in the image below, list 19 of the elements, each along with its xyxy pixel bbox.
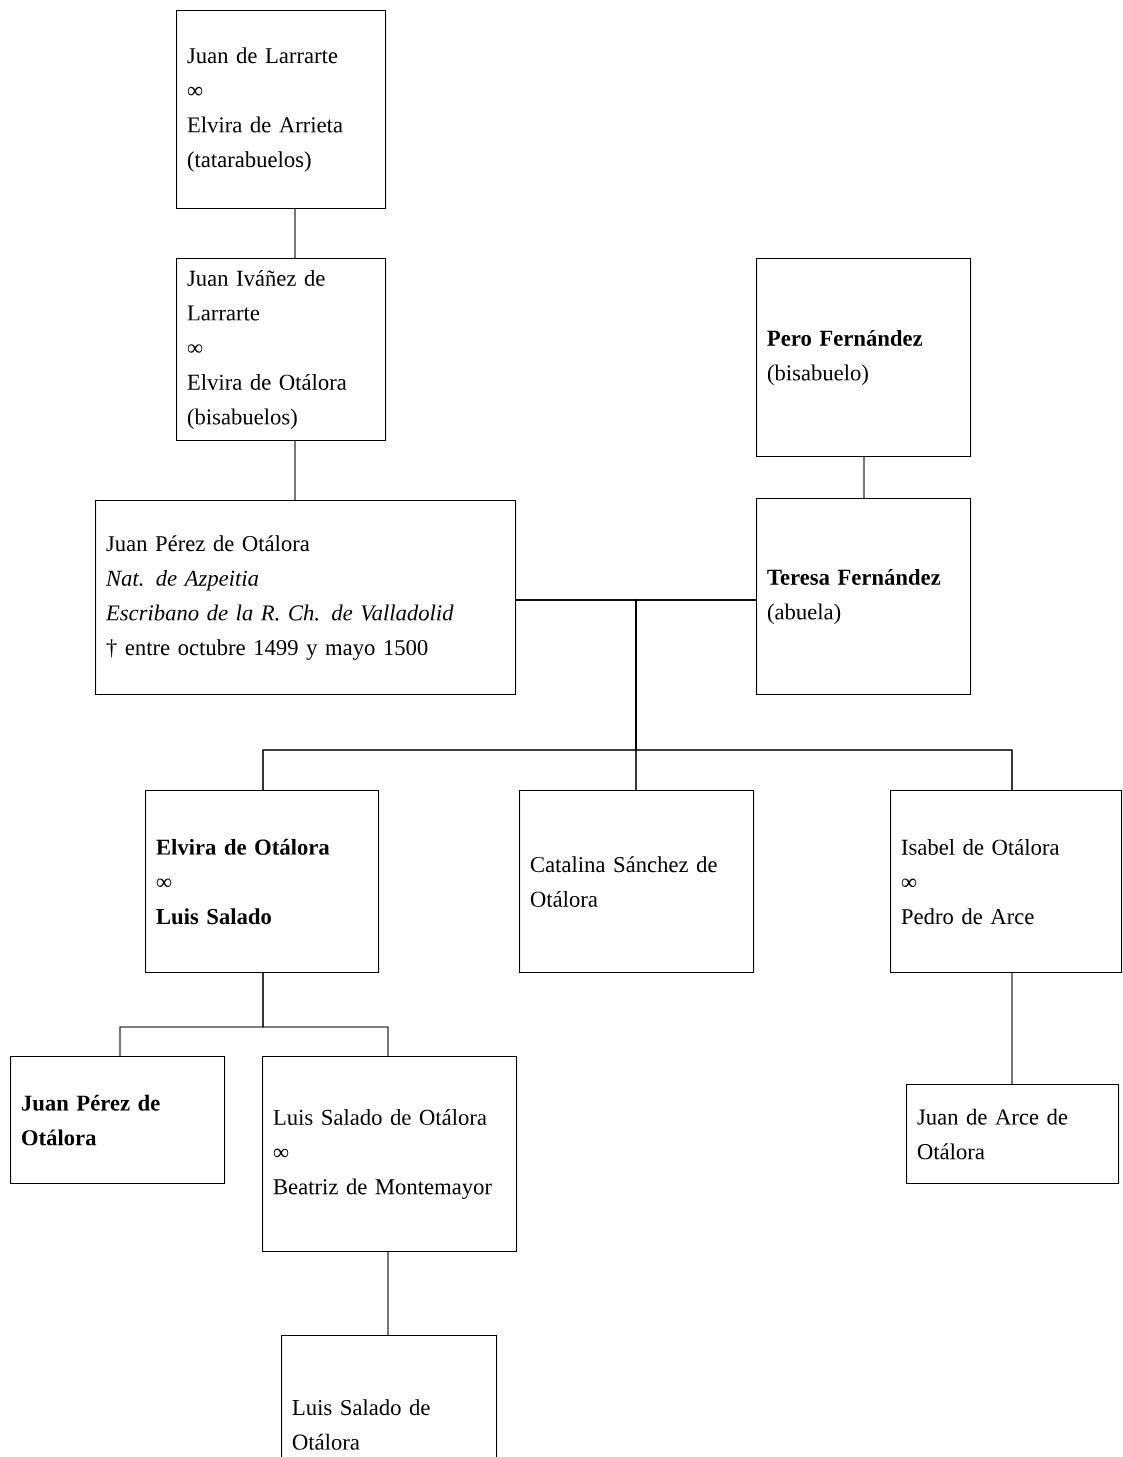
connector-line (863, 456, 865, 499)
person-box: Luis Salado de Otálora (281, 1335, 498, 1457)
connector-line (262, 972, 389, 1057)
person-box: Juan de Arce de Otálora (906, 1084, 1120, 1185)
connector-line (635, 599, 1013, 791)
person-box: Juan de Larrarte ∞ Elvira de Arrieta (tatarabuelos) (176, 10, 387, 210)
connector-line (294, 208, 296, 259)
person-box: Pero Fernández (bisabuelo) (756, 258, 972, 458)
person-box: Catalina Sánchez de Otálora (519, 790, 755, 974)
person-box: Isabel de Otálora ∞ Pedro de Arce (890, 790, 1123, 974)
person-box: Juan Pérez de Otálora (10, 1056, 226, 1185)
person-box: Teresa Fernández (abuela) (756, 498, 972, 696)
person-box: Juan Iváñez de Larrarte ∞ Elvira de Otálora (bisabuelos) (176, 258, 387, 442)
person-box: Elvira de Otálora ∞ Luis Salado (145, 790, 380, 974)
person-box: Luis Salado de Otálora ∞ Beatriz de Montemayor (262, 1056, 518, 1253)
connector-line (387, 1251, 389, 1336)
person-box: Juan Pérez de Otálora Nat. de Azpeitia Escribano de la R. Ch. de Valladolid † entre octubre 1499 y mayo 1500 (95, 500, 517, 696)
connector-line (1011, 972, 1013, 1085)
connector-line (294, 440, 296, 501)
